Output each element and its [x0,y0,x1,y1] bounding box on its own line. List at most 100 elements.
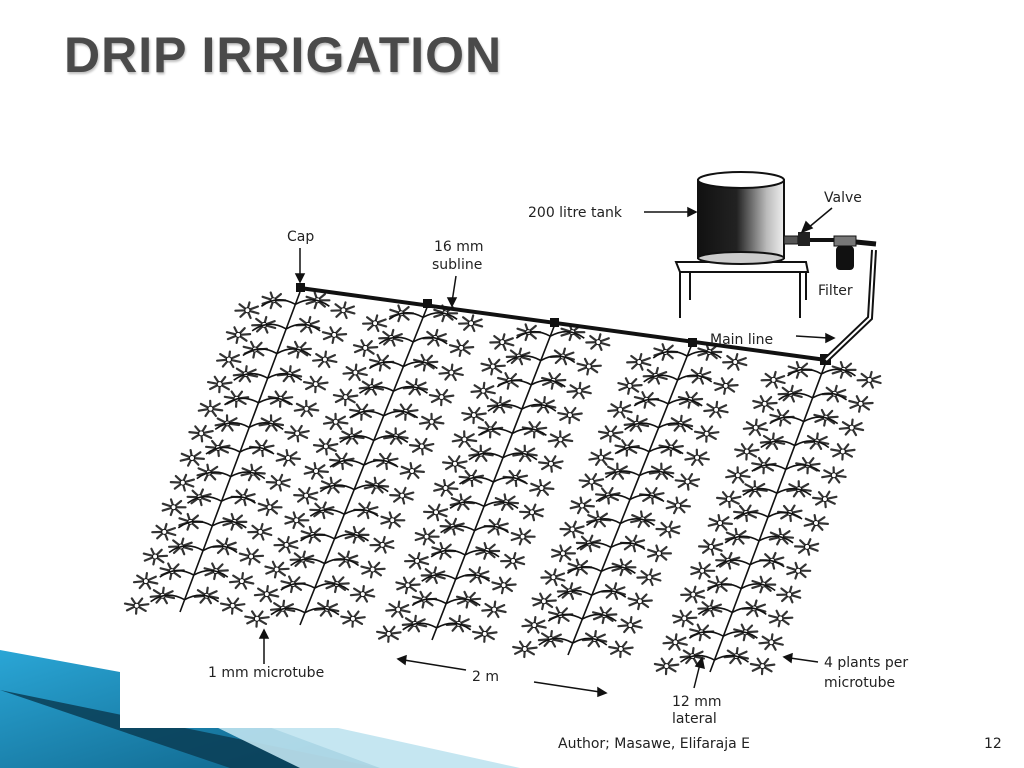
label-lateral-size: 12 mm [672,694,722,710]
microtube [648,446,684,455]
microtube [193,569,229,578]
plant-icon [491,576,517,595]
microtube [812,392,848,401]
microtube [430,549,466,558]
plant-icon [550,544,577,563]
microtube [421,573,457,582]
plant-icon [275,449,301,467]
plant-icon [674,473,701,491]
microtube [304,607,340,616]
microtube [493,476,528,485]
plant-icon [684,448,710,466]
plant-icon [284,424,310,443]
plant-icon [132,571,159,590]
microtube [378,336,414,345]
microtube [697,607,733,616]
microtube [300,533,335,542]
microtube [658,422,694,431]
microtube [758,535,794,544]
plant-icon [655,520,681,539]
microtube [436,622,472,631]
plant-icon [238,547,265,566]
microtube [643,374,679,383]
plant-icon [303,375,329,394]
microtube [787,368,822,377]
plant-icon [540,568,566,587]
plant-icon [408,437,435,456]
plant-icon [216,350,242,369]
microtube [177,520,213,529]
microtube [714,654,749,663]
plant-icon [758,633,784,651]
plant-icon [671,609,698,628]
plant-icon [821,466,847,484]
microtube [620,518,655,527]
plant-icon [653,657,680,676]
microtube [595,494,631,503]
microtube [572,637,608,646]
plant-icon [531,592,557,611]
lateral-connector [550,318,559,327]
plants-arrow [789,657,819,663]
microtube [150,594,185,603]
plant-icon [626,353,652,371]
microtube [251,323,287,332]
microtube [530,379,566,388]
plant-icon [369,535,395,554]
plant-icon [472,625,498,643]
subline-pipe [299,286,827,362]
microtube [521,403,557,412]
plant-icon [636,568,662,587]
footer-author: Author; Masawe, Elifaraja E [558,736,751,752]
microtube [633,398,669,407]
plant-icon [428,388,455,407]
plant-icon [284,511,310,530]
microtube [794,440,830,449]
plant-icon [385,600,411,619]
plant-icon [442,455,468,473]
microtube [270,607,306,616]
plant-icon [312,350,338,369]
microtube [785,464,821,472]
plant-icon [303,462,329,480]
plant-icon [438,363,464,382]
microtube [803,416,839,425]
microtube [749,559,785,568]
microtube [557,589,593,598]
microtube [239,446,275,455]
plant-icon [205,439,231,458]
plant-icon [461,406,487,425]
plant-icon [830,443,856,461]
lateral-connector [820,354,831,365]
label-tank: 200 litre tank [528,205,623,221]
microtube [776,487,812,496]
label-microtube-plants: microtube [824,675,895,691]
microtube [202,545,238,554]
plant-icon [742,418,769,437]
microtube [168,545,204,554]
microtube [464,549,500,558]
microtube [440,525,475,534]
microtube [373,435,409,444]
plant-icon [767,609,794,628]
microtube [393,385,428,394]
plant-icon [342,363,368,382]
plant-icon [608,640,634,659]
microtube [610,542,646,550]
plant-icon [265,473,291,492]
plant-icon [188,424,214,443]
plant-icon [151,522,177,541]
plant-icon [458,314,484,333]
plant-icon [293,399,320,418]
plant-icon [665,496,692,515]
plant-icon [547,430,574,448]
plant-icon [707,513,734,532]
microtube [629,494,665,503]
plant-icon [293,486,319,505]
plant-icon [713,377,739,395]
plant-icon [734,443,760,461]
plant-icon [280,575,306,594]
plant-icon [838,418,865,437]
plant-icon [518,503,545,522]
microtube [349,410,385,419]
